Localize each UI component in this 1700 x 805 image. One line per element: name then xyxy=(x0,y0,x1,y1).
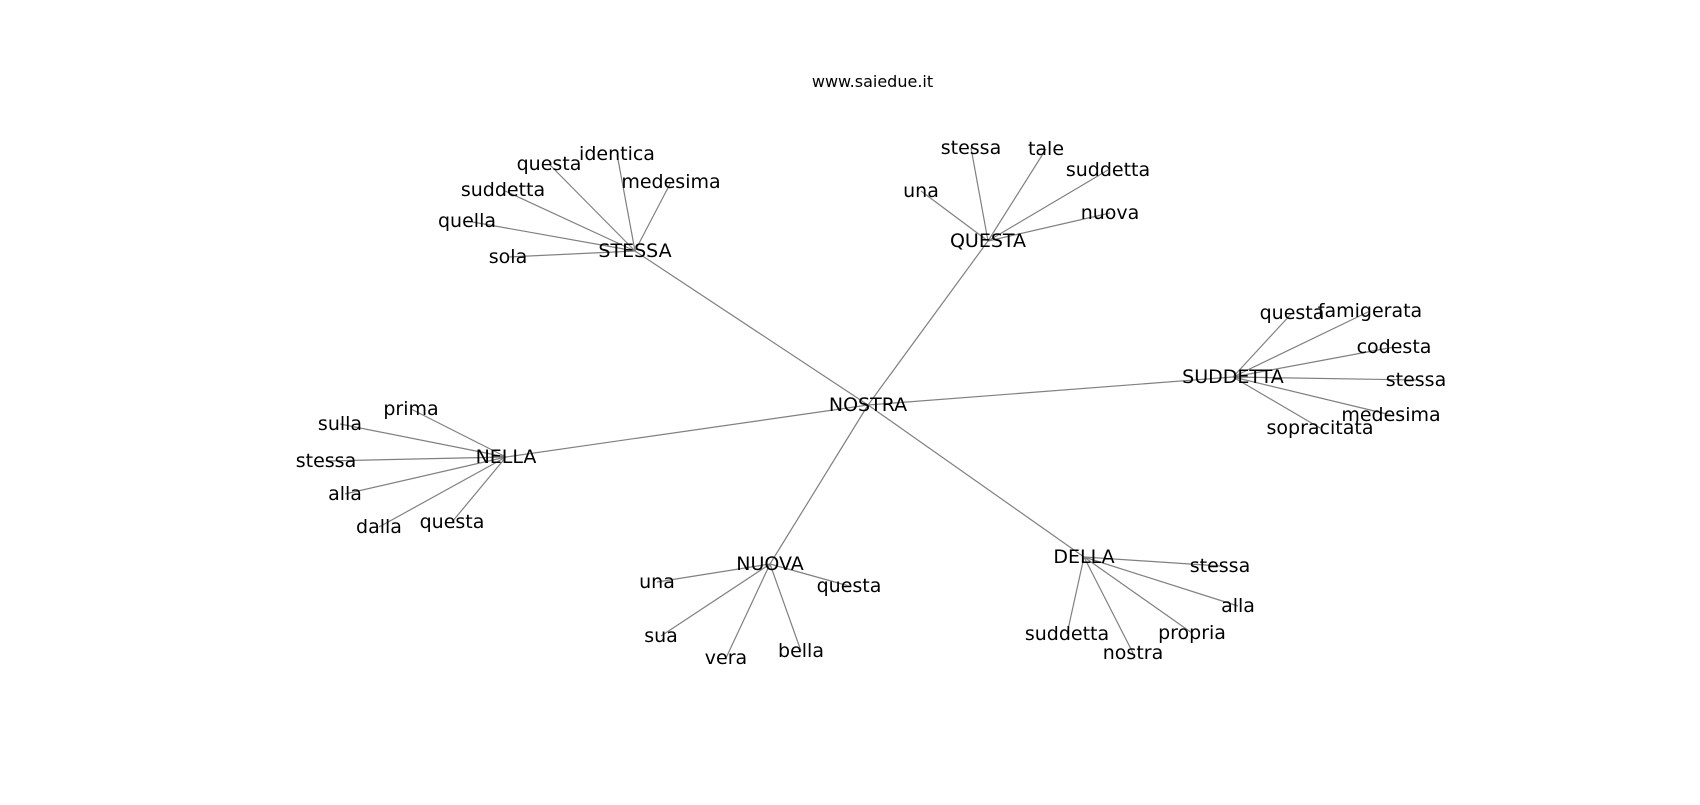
leaf-node-nuova-questa: questa xyxy=(817,575,882,597)
hub-node-stessa: STESSA xyxy=(598,240,671,262)
hub-node-suddetta: SUDDETTA xyxy=(1182,366,1284,388)
edge-questa-suddetta xyxy=(987,169,1109,242)
leaf-node-stessa-quella: quella xyxy=(438,210,496,232)
edge-stessa-identica xyxy=(616,153,636,252)
edge-suddetta-sopracitata xyxy=(1232,376,1321,429)
leaf-node-nella-dalla: dalla xyxy=(356,516,402,538)
leaf-node-nella-alla: alla xyxy=(328,483,362,505)
edge-stessa-sola xyxy=(507,250,636,258)
edge-questa-stessa xyxy=(970,147,989,242)
hub-node-nuova: NUOVA xyxy=(736,553,804,575)
leaf-node-suddetta-famigerata: famigerata xyxy=(1318,300,1422,322)
edge-root-nuova xyxy=(769,404,869,565)
edge-stessa-suddetta xyxy=(502,189,636,252)
hub-node-nella: NELLA xyxy=(476,446,537,468)
edge-stessa-questa xyxy=(548,163,636,252)
labels: identicaquestamedesimasuddettaquellasola… xyxy=(296,137,1446,669)
leaf-node-suddetta-questa: questa xyxy=(1260,302,1325,324)
edge-suddetta-medesima xyxy=(1232,376,1392,416)
leaf-node-della-stessa: stessa xyxy=(1190,555,1250,577)
edge-suddetta-famigerata xyxy=(1232,310,1371,378)
edge-nuova-questa xyxy=(769,563,850,587)
leaf-node-nella-stessa: stessa xyxy=(296,450,356,472)
leaf-node-nella-prima: prima xyxy=(383,398,438,420)
root-node: NOSTRA xyxy=(829,394,907,416)
leaf-node-suddetta-sopracitata: sopracitata xyxy=(1267,417,1374,439)
edge-della-stessa xyxy=(1083,556,1221,567)
edge-questa-una xyxy=(920,190,989,242)
leaf-node-nuova-vera: vera xyxy=(705,647,747,669)
leaf-node-nella-sulla: sulla xyxy=(318,413,362,435)
edge-root-nella xyxy=(505,404,869,458)
edge-stessa-quella xyxy=(466,220,636,252)
leaf-node-questa-una: una xyxy=(903,180,939,202)
edge-suddetta-stessa xyxy=(1232,376,1417,381)
edge-nuova-una xyxy=(656,563,771,583)
edge-nella-dalla xyxy=(378,456,507,528)
leaf-node-stessa-questa: questa xyxy=(517,153,582,175)
leaf-node-stessa-sola: sola xyxy=(489,246,527,268)
edge-nuova-bella xyxy=(769,563,802,652)
edge-root-questa xyxy=(867,240,989,406)
leaf-node-nuova-bella: bella xyxy=(778,640,824,662)
edge-suddetta-questa xyxy=(1232,312,1293,378)
leaf-node-della-suddetta: suddetta xyxy=(1025,623,1109,645)
edge-nella-questa xyxy=(451,456,507,523)
edge-questa-nuova xyxy=(987,212,1111,242)
site-title: www.saiedue.it xyxy=(811,72,934,91)
leaf-node-nuova-una: una xyxy=(639,571,675,593)
edge-nella-stessa xyxy=(325,456,507,462)
leaf-node-questa-stessa: stessa xyxy=(941,137,1001,159)
leaf-node-questa-suddetta: suddetta xyxy=(1066,159,1150,181)
edge-della-nostra xyxy=(1083,556,1134,654)
hub-node-della: DELLA xyxy=(1053,546,1114,568)
leaf-node-suddetta-codesta: codesta xyxy=(1357,336,1432,358)
leaf-node-della-nostra: nostra xyxy=(1103,642,1163,664)
edge-nuova-vera xyxy=(725,563,771,659)
hub-node-questa: QUESTA xyxy=(950,230,1026,252)
leaf-node-questa-tale: tale xyxy=(1028,138,1064,160)
leaf-node-stessa-identica: identica xyxy=(579,143,655,165)
leaf-node-stessa-suddetta: suddetta xyxy=(461,179,545,201)
edge-nella-sulla xyxy=(339,423,507,458)
edge-questa-tale xyxy=(987,148,1047,242)
leaf-node-nuova-sua: sua xyxy=(644,625,678,647)
edge-della-suddetta xyxy=(1066,556,1085,635)
leaf-node-nella-questa: questa xyxy=(420,511,485,533)
leaf-node-questa-nuova: nuova xyxy=(1081,202,1140,224)
edges xyxy=(325,147,1417,659)
edge-root-della xyxy=(867,404,1085,558)
leaf-node-stessa-medesima: medesima xyxy=(621,171,720,193)
leaf-node-suddetta-stessa: stessa xyxy=(1386,369,1446,391)
leaf-node-della-propria: propria xyxy=(1158,622,1226,644)
edge-della-propria xyxy=(1083,556,1193,634)
edge-root-stessa xyxy=(634,250,869,406)
edge-della-alla xyxy=(1083,556,1239,607)
edge-nella-prima xyxy=(410,408,507,458)
leaf-node-della-alla: alla xyxy=(1221,595,1255,617)
edge-stessa-medesima xyxy=(634,181,672,252)
leaf-node-suddetta-medesima: medesima xyxy=(1341,404,1440,426)
edge-root-suddetta xyxy=(867,376,1234,406)
edge-nella-alla xyxy=(344,456,507,495)
edge-nuova-sua xyxy=(660,563,771,637)
edge-suddetta-codesta xyxy=(1232,346,1395,378)
